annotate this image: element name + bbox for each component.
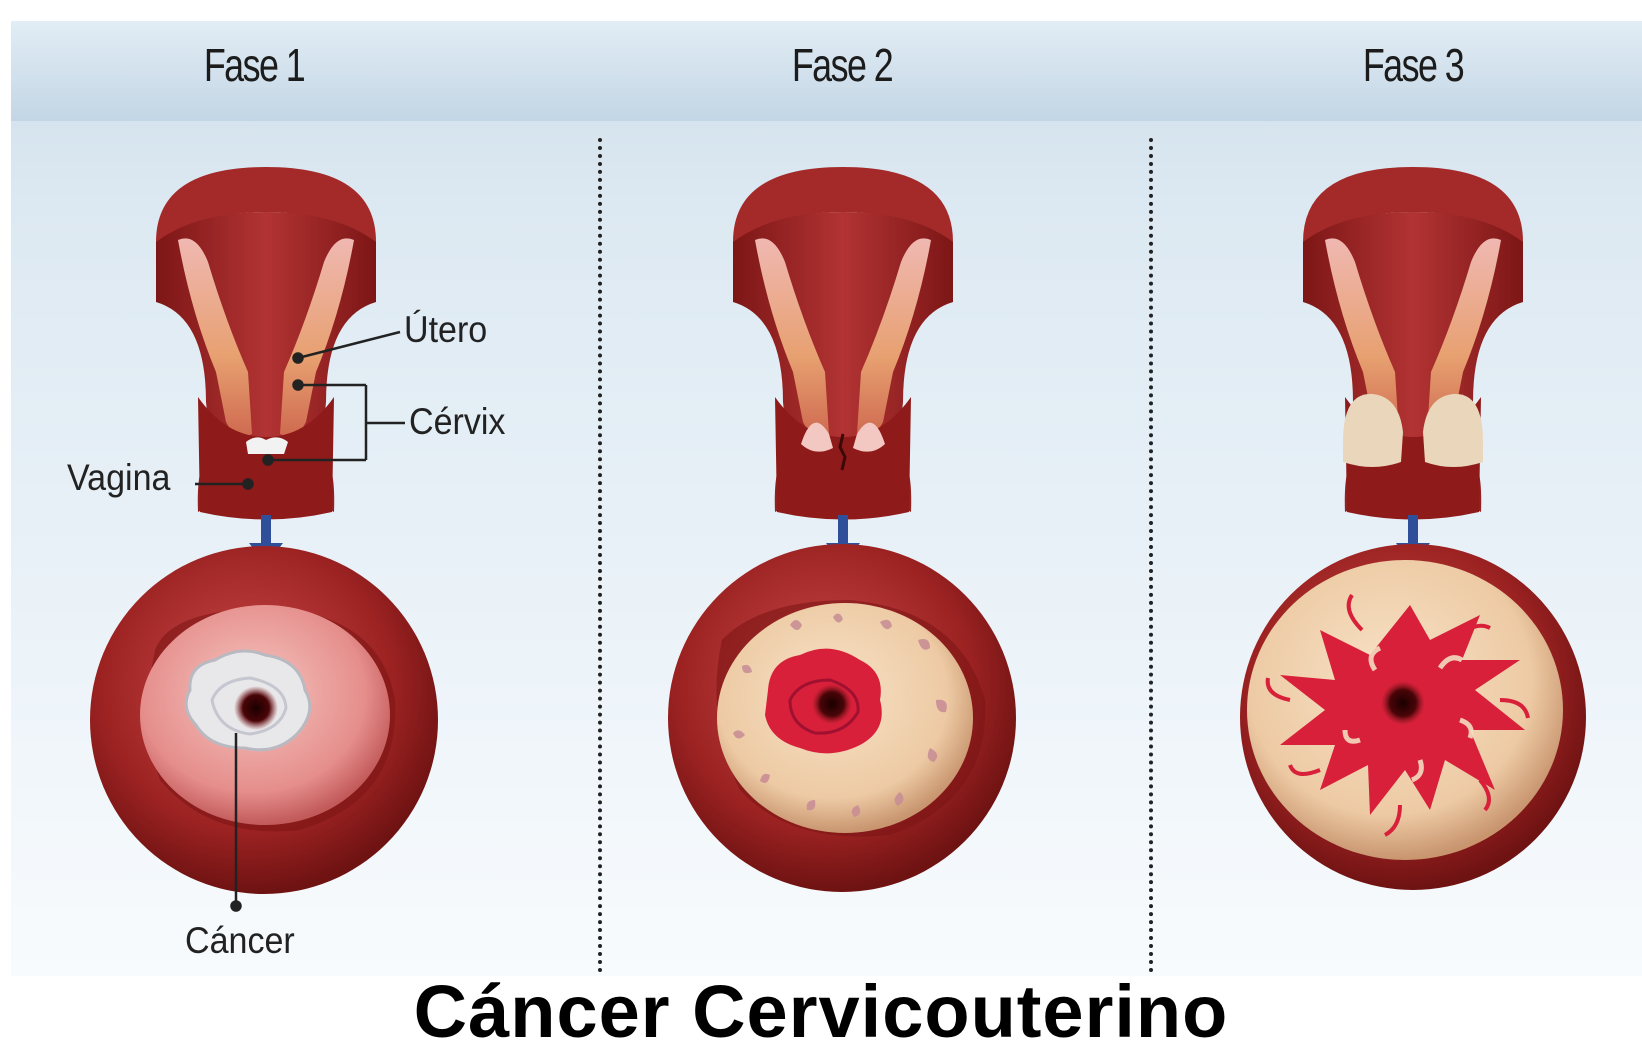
- main-title: Cáncer Cervicouterino: [0, 975, 1642, 1049]
- phase-2-uterus: [733, 167, 953, 520]
- label-utero: Útero: [404, 309, 487, 351]
- phase-3-cervix-view: [1240, 544, 1586, 890]
- phase-1-cervix-view: [90, 546, 438, 894]
- label-vagina: Vagina: [67, 457, 170, 499]
- label-cancer: Cáncer: [185, 920, 295, 962]
- phase-1-uterus: [156, 167, 376, 520]
- phase-2-cervix-view: [668, 544, 1016, 892]
- phase-3-uterus: [1303, 167, 1523, 520]
- label-cervix: Cérvix: [409, 401, 505, 443]
